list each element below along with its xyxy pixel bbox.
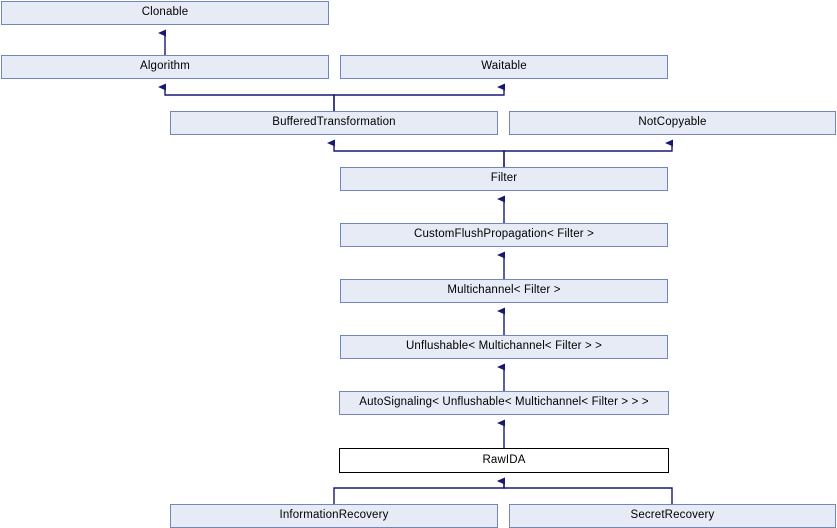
node-label: Unflushable< Multichannel< Filter > > <box>405 340 603 353</box>
node-label: AutoSignaling< Unflushable< Multichannel… <box>359 396 649 409</box>
node-multichannel[interactable]: Multichannel< Filter > <box>340 279 668 303</box>
node-algorithm[interactable]: Algorithm <box>1 55 329 79</box>
node-label: Algorithm <box>140 60 190 73</box>
node-filter[interactable]: Filter <box>340 167 668 191</box>
edge-bufferedtransformation-waitable <box>333 83 505 111</box>
node-custom-flush-propagation[interactable]: CustomFlushPropagation< Filter > <box>340 223 668 247</box>
node-label: Filter <box>490 172 518 185</box>
node-label: InformationRecovery <box>279 509 389 522</box>
edge-filter-notcopyable <box>503 139 673 167</box>
node-label: CustomFlushPropagation< Filter > <box>414 228 594 241</box>
node-buffered-transformation[interactable]: BufferedTransformation <box>170 111 498 135</box>
node-clonable[interactable]: Clonable <box>1 1 329 25</box>
node-label: SecretRecovery <box>630 509 715 522</box>
node-secret-recovery[interactable]: SecretRecovery <box>509 504 836 528</box>
node-rawida-current[interactable]: RawIDA <box>339 448 669 473</box>
node-waitable[interactable]: Waitable <box>340 55 668 79</box>
node-label: NotCopyable <box>638 116 707 129</box>
edge-filter-bufferedtransformation <box>327 139 505 167</box>
node-label: Waitable <box>481 60 527 73</box>
node-label: Multichannel< Filter > <box>447 284 561 297</box>
node-unflushable[interactable]: Unflushable< Multichannel< Filter > > <box>340 335 668 359</box>
node-not-copyable[interactable]: NotCopyable <box>509 111 836 135</box>
node-auto-signaling[interactable]: AutoSignaling< Unflushable< Multichannel… <box>339 391 669 415</box>
node-label: Clonable <box>141 6 189 19</box>
node-label: BufferedTransformation <box>272 116 396 129</box>
edge-informationrecovery-rawida <box>333 477 505 504</box>
edge-secretrecovery-rawida <box>497 477 673 504</box>
edge-bufferedtransformation-algorithm <box>158 83 335 111</box>
node-label: RawIDA <box>482 453 526 466</box>
node-information-recovery[interactable]: InformationRecovery <box>170 504 498 528</box>
